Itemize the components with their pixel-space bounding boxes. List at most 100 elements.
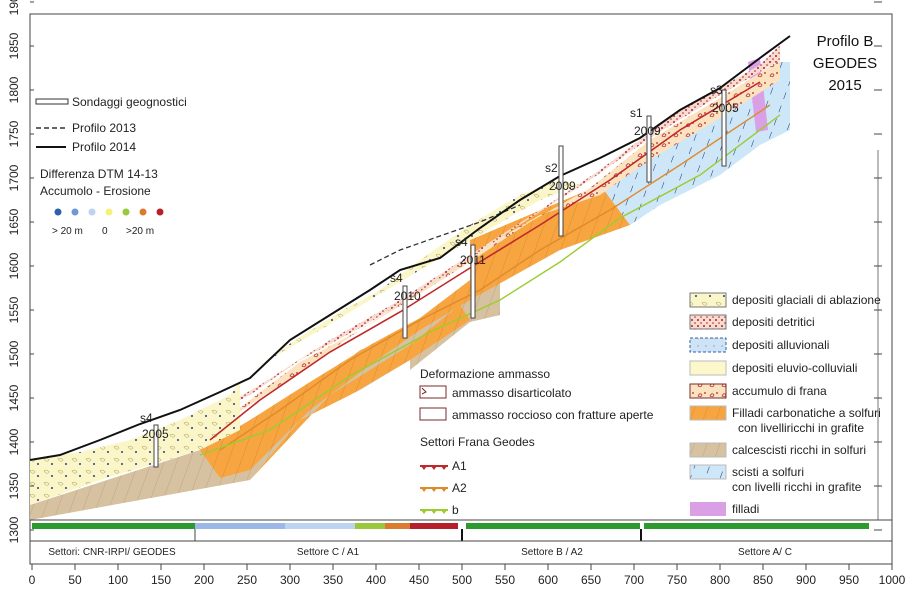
x-tick-label: 50 xyxy=(68,573,82,587)
y-tick-label: 1500 xyxy=(7,340,21,367)
dtm-scale-label: > 20 m xyxy=(52,226,83,237)
sector-a1-line xyxy=(209,81,761,441)
sector-strip xyxy=(195,523,285,529)
right-legend: depositi glaciali di ablazione depositi … xyxy=(689,292,881,516)
x-tick-label: 900 xyxy=(796,573,816,587)
sector-legend-marker xyxy=(441,466,447,470)
borehole-year: 2010 xyxy=(394,289,421,303)
y-tick-label: 1900 xyxy=(7,0,21,15)
borehole-year: 2005 xyxy=(712,101,739,115)
x-tick-label: 550 xyxy=(495,573,515,587)
borehole-bar xyxy=(153,424,159,468)
dtm-dot xyxy=(156,208,164,216)
sector-strip xyxy=(385,523,410,529)
swatch-calc xyxy=(689,442,727,458)
borehole-id: s4 xyxy=(140,411,153,425)
x-tick-label: 300 xyxy=(280,573,300,587)
sector-legend-marker xyxy=(421,466,427,470)
fractured-swatch xyxy=(419,407,447,421)
x-tick-label: 200 xyxy=(194,573,214,587)
legend-label: accumulo di frana xyxy=(732,384,827,398)
x-tick-label: 850 xyxy=(753,573,773,587)
legend-label: scisti a solfuri xyxy=(732,465,804,479)
y-tick-label: 1600 xyxy=(7,252,21,279)
x-tick-label: 500 xyxy=(452,573,472,587)
sector-label: Settore A/ C xyxy=(738,547,792,558)
swatch-landslide xyxy=(689,383,727,399)
legend-label: ammasso roccioso con fratture aperte xyxy=(452,408,654,422)
x-tick-label: 950 xyxy=(839,573,859,587)
sector-legend-label: A2 xyxy=(452,481,467,495)
sector-strip xyxy=(410,523,458,529)
swatch-filladi xyxy=(690,502,726,516)
title-line: Profilo B xyxy=(817,33,874,50)
legend-label: depositi glaciali di ablazione xyxy=(732,293,881,307)
sector-b-line xyxy=(199,114,781,456)
x-tick-label: 250 xyxy=(237,573,257,587)
borehole-year: 2009 xyxy=(634,124,661,138)
landslide-accumulation xyxy=(200,60,780,440)
x-tick-label: 1000 xyxy=(879,573,906,587)
borehole-year: 2009 xyxy=(549,179,576,193)
y-tick-label: 1300 xyxy=(7,516,21,543)
x-tick-label: 700 xyxy=(624,573,644,587)
dtm-dot xyxy=(71,208,79,216)
sector-legend-marker xyxy=(431,466,437,470)
dtm-dot xyxy=(105,208,113,216)
sector-legend-marker xyxy=(441,510,447,514)
x-tick-label: 100 xyxy=(108,573,128,587)
filladi-layer xyxy=(748,58,768,132)
x-tick-label: 750 xyxy=(667,573,687,587)
dtm-subtitle: Accumolo - Erosione xyxy=(40,184,151,198)
borehole-bar xyxy=(721,89,727,167)
disarticulated-swatch xyxy=(419,385,447,399)
dtm-color-dots xyxy=(54,208,164,216)
dtm-dot xyxy=(88,208,96,216)
borehole-year: 2011 xyxy=(460,253,486,267)
glacial-deposits xyxy=(30,382,240,505)
sector-label-row xyxy=(29,540,893,565)
legend-label: calcescisti ricchi in solfuri xyxy=(732,443,866,457)
swatch-glacial xyxy=(689,292,727,308)
y-tick-label: 1800 xyxy=(7,76,21,103)
legend-label: Profilo 2014 xyxy=(72,140,136,154)
y-tick-label: 1400 xyxy=(7,428,21,455)
figure-title: Profilo B GEODES 2015 xyxy=(813,33,877,94)
sector-legend-marker xyxy=(431,510,437,514)
x-tick-label: 450 xyxy=(409,573,429,587)
sector-label: Settore B / A2 xyxy=(521,547,583,558)
x-tick-label: 0 xyxy=(29,573,36,587)
sector-legend-marker xyxy=(421,488,427,492)
deformation-legend: Deformazione ammasso ammasso disarticola… xyxy=(419,367,654,517)
sector-legend-label: A1 xyxy=(452,459,467,473)
sector-legend-marker xyxy=(431,488,437,492)
dtm-title: Differenza DTM 14-13 xyxy=(40,167,158,181)
legend-label: depositi detritici xyxy=(732,315,815,329)
x-tick-label: 800 xyxy=(710,573,730,587)
swatch-phyllite xyxy=(689,405,727,421)
dtm-scale-label: 0 xyxy=(102,226,108,237)
legend-label: con livelli ricchi in grafite xyxy=(732,480,862,494)
dtm-scale-label: >20 m xyxy=(126,226,154,237)
dtm-dot xyxy=(139,208,147,216)
disarticulated-mark xyxy=(421,387,427,395)
title-line: 2015 xyxy=(828,77,861,94)
legend-label: Sondaggi geognostici xyxy=(72,95,187,109)
profile-2014-line xyxy=(29,35,791,461)
legend-label: con livelliricchi in grafite xyxy=(738,421,864,435)
y-axis-ticks: 1300135014001450150015501600165017001750… xyxy=(7,0,882,543)
swatch-schist xyxy=(689,464,727,480)
sector-strip xyxy=(32,523,195,529)
swatch-alluvial xyxy=(689,337,727,353)
legend-title: Deformazione ammasso xyxy=(420,367,550,381)
borehole-id: s4 xyxy=(390,271,403,285)
sector-legend-marker xyxy=(421,510,427,514)
borehole-bar xyxy=(470,244,476,319)
y-tick-label: 1350 xyxy=(7,472,21,499)
legend-title: Settori Frana Geodes xyxy=(420,435,535,449)
sector-legend-label: b xyxy=(452,503,459,517)
borehole-labels: s4 2005 s4 2010 s4 2011 s2 2009 s1 2009 … xyxy=(140,83,739,441)
sector-a2-line xyxy=(219,104,771,451)
